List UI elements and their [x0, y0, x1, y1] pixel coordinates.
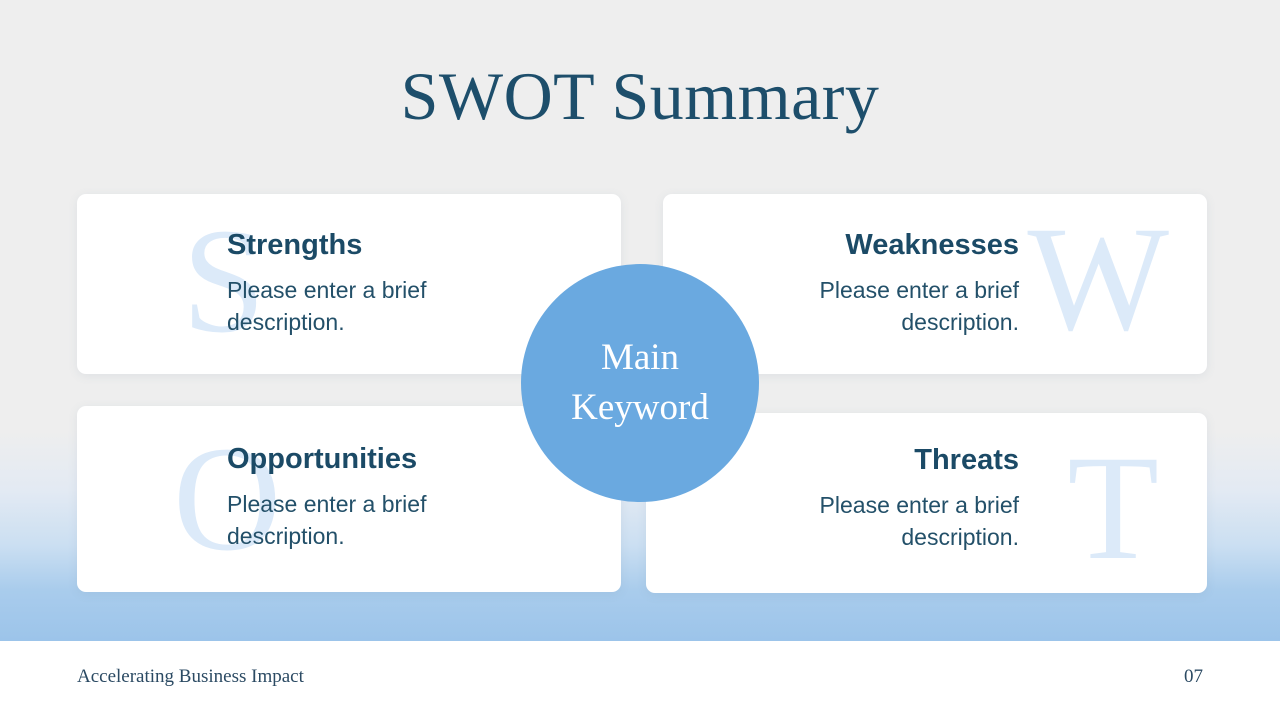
- card-title-weaknesses: Weaknesses: [845, 229, 1019, 261]
- card-body-threats: Threats Please enter a brief description…: [706, 444, 1019, 553]
- page-title: SWOT Summary: [400, 58, 880, 134]
- center-keyword-line-1: Main: [600, 337, 680, 379]
- card-description-threats: Please enter a brief description.: [819, 491, 1019, 551]
- footer-background: [0, 641, 1280, 720]
- card-body-strengths: Strengths Please enter a brief descripti…: [227, 229, 561, 338]
- card-body-opportunities: Opportunities Please enter a brief descr…: [227, 443, 561, 552]
- center-keyword-line-2: Keyword: [571, 387, 709, 428]
- card-title-threats: Threats: [914, 444, 1019, 476]
- footer-page-number: 07: [1184, 666, 1203, 687]
- card-body-weaknesses: Weaknesses Please enter a brief descript…: [723, 229, 1019, 338]
- footer-label: Accelerating Business Impact: [77, 666, 304, 687]
- watermark-letter-w: W: [1027, 196, 1169, 362]
- center-keyword-circle[interactable]: Main Keyword: [521, 264, 759, 502]
- watermark-letter-t: T: [1067, 425, 1159, 591]
- card-title-strengths: Strengths: [227, 229, 363, 261]
- card-title-opportunities: Opportunities: [227, 443, 418, 475]
- card-description-weaknesses: Please enter a brief description.: [819, 276, 1019, 336]
- card-description-strengths: Please enter a brief description.: [227, 276, 427, 336]
- card-description-opportunities: Please enter a brief description.: [227, 490, 427, 550]
